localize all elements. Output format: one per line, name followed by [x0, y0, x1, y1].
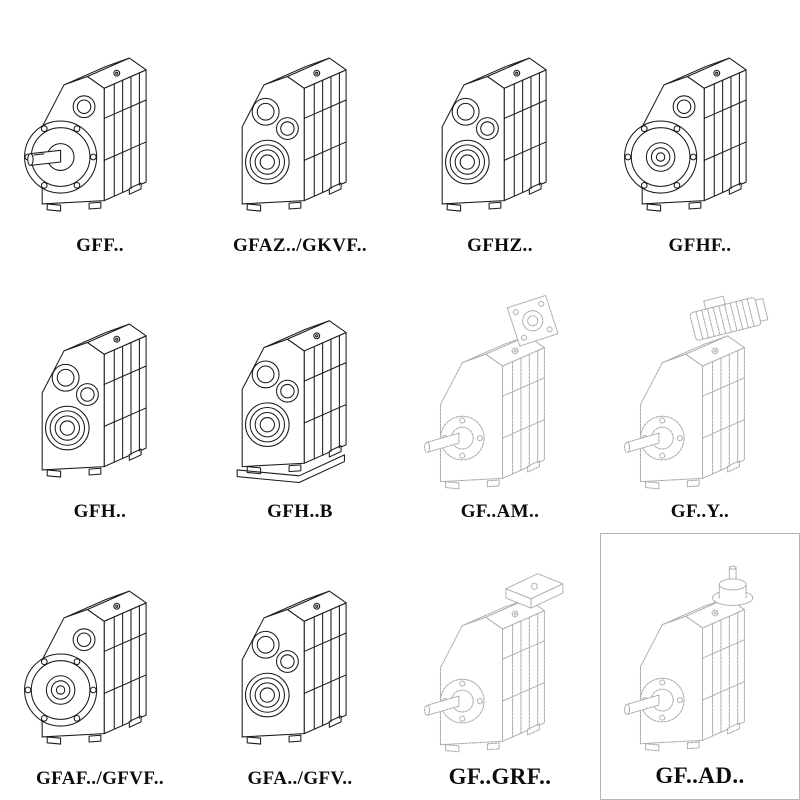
gearbox-model-label: GF..GRF..	[448, 763, 552, 789]
gearbox-hollow-shaft-drawing	[212, 21, 388, 231]
gearbox-model-label: GFH..B	[267, 501, 333, 523]
catalog-cell: GF..GRF..	[400, 533, 600, 800]
gearbox-hollow-shaft-drawing	[412, 21, 588, 231]
catalog-cell: GF..Y..	[600, 267, 800, 534]
catalog-cell: GFHZ..	[400, 0, 600, 267]
catalog-cell: GFAZ../GKVF..	[200, 0, 400, 267]
gearbox-model-label: GFAF../GFVF..	[35, 767, 164, 789]
gearbox-input-shaft-adapter-drawing	[612, 549, 788, 759]
gearbox-model-label: GFF..	[76, 234, 124, 256]
gearbox-output-flange-hollow-drawing	[12, 554, 188, 764]
gearbox-output-flange-hollow-drawing	[612, 21, 788, 231]
catalog-cell: GF..AD..	[600, 533, 800, 800]
gearbox-motor-mounted-drawing	[612, 287, 788, 497]
catalog-cell: GFH..	[0, 267, 200, 534]
gearbox-hollow-shaft-drawing	[212, 554, 388, 764]
catalog-cell: GFA../GFV..	[200, 533, 400, 800]
gearbox-model-label: GF..AD..	[655, 762, 745, 788]
gearbox-model-label: GF..Y..	[670, 501, 730, 523]
gearbox-model-label: GFH..	[73, 501, 127, 523]
gearbox-model-label: GFHZ..	[467, 234, 533, 256]
catalog-cell: GFH..B	[200, 267, 400, 534]
catalog-cell: GFF..	[0, 0, 200, 267]
catalog-cell: GFAF../GFVF..	[0, 533, 200, 800]
gearbox-hollow-shaft-drawing	[12, 287, 188, 497]
gearbox-top-cover-drawing	[412, 550, 588, 760]
gearbox-hollow-shaft-foot-drawing	[212, 287, 388, 497]
gearbox-input-flange-adapter-drawing	[412, 287, 588, 497]
gearbox-model-label: GF..AM..	[460, 501, 540, 523]
gearbox-model-label: GFAZ../GKVF..	[233, 234, 367, 256]
catalog-cell: GFHF..	[600, 0, 800, 267]
gearbox-output-flange-solid-shaft-drawing	[12, 21, 188, 231]
gearbox-model-label: GFA../GFV..	[247, 767, 353, 789]
gearbox-model-label: GFHF..	[668, 234, 732, 256]
catalog-cell: GF..AM..	[400, 267, 600, 534]
